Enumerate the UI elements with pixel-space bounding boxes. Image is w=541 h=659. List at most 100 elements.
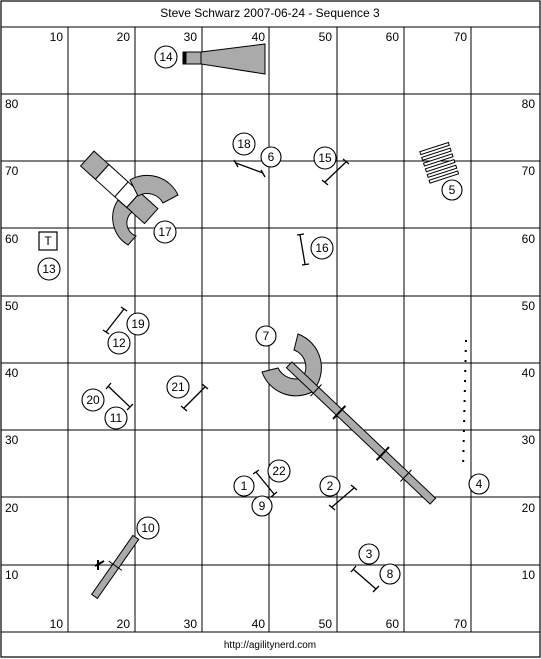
obstacle-number-22: 22 — [267, 459, 291, 483]
bottom-tick: 70 — [454, 617, 468, 631]
obstacle-number-15: 15 — [313, 146, 337, 170]
obstacle-number-19: 19 — [126, 312, 150, 336]
svg-text:20: 20 — [86, 393, 100, 407]
obstacle-number-17: 17 — [153, 220, 177, 244]
top-tick: 20 — [117, 30, 131, 44]
obstacle-number-9: 9 — [251, 495, 273, 517]
top-tick: 40 — [252, 30, 266, 44]
obstacle-number-11: 11 — [104, 406, 128, 430]
bottom-tick: 40 — [252, 617, 266, 631]
weave-poles-5 — [419, 141, 460, 184]
jump-2 — [328, 484, 358, 511]
right-tick: 20 — [522, 501, 536, 515]
top-tick-labels: 10 20 30 40 50 60 70 — [50, 30, 468, 44]
map-title: Steve Schwarz 2007-06-24 - Sequence 3 — [160, 6, 380, 20]
footer-url: http://agilitynerd.com — [224, 640, 316, 651]
left-tick: 10 — [5, 568, 19, 582]
left-tick: 80 — [5, 97, 19, 111]
teeter-10 — [90, 534, 140, 600]
right-tick: 80 — [522, 97, 536, 111]
bottom-tick: 20 — [117, 617, 131, 631]
obstacle-number-3: 3 — [358, 543, 380, 565]
right-tick: 70 — [522, 164, 536, 178]
tunnel-14 — [182, 43, 266, 75]
right-tick: 50 — [522, 299, 536, 313]
svg-text:21: 21 — [171, 380, 185, 394]
jump-11-20 — [105, 382, 134, 411]
obstacle-number-2: 2 — [319, 475, 341, 497]
svg-text:13: 13 — [42, 262, 56, 276]
obstacle-number-5: 5 — [441, 179, 463, 201]
svg-text:5: 5 — [449, 183, 456, 197]
svg-text:6: 6 — [268, 150, 275, 164]
top-tick: 70 — [454, 30, 468, 44]
obstacle-number-20: 20 — [81, 388, 105, 412]
svg-text:17: 17 — [158, 225, 172, 239]
left-tick: 20 — [5, 501, 19, 515]
top-tick: 30 — [184, 30, 198, 44]
left-tick: 60 — [5, 232, 19, 246]
svg-text:3: 3 — [366, 547, 373, 561]
svg-text:10: 10 — [141, 521, 155, 535]
jump-bars — [102, 158, 380, 593]
obstacle-number-16: 16 — [310, 236, 334, 260]
obstacle-number-14: 14 — [154, 45, 178, 69]
jump-21 — [180, 383, 209, 412]
left-tick: 40 — [5, 366, 19, 380]
table: T — [38, 231, 58, 251]
svg-text:22: 22 — [272, 464, 286, 478]
right-tick: 10 — [522, 568, 536, 582]
bottom-tick: 30 — [184, 617, 198, 631]
jump-16 — [296, 233, 310, 266]
top-tick: 50 — [319, 30, 333, 44]
right-tick-labels: 80 70 60 50 40 30 20 10 — [522, 97, 536, 582]
top-tick: 10 — [50, 30, 64, 44]
svg-text:14: 14 — [159, 50, 173, 64]
svg-text:18: 18 — [237, 137, 251, 151]
right-tick: 30 — [522, 433, 536, 447]
svg-text:11: 11 — [110, 411, 123, 425]
svg-text:1: 1 — [241, 479, 248, 493]
tunnel-17 — [79, 150, 179, 246]
obstacle-number-7: 7 — [255, 325, 277, 347]
svg-text:16: 16 — [315, 241, 329, 255]
left-tick: 50 — [5, 299, 19, 313]
svg-text:15: 15 — [318, 151, 332, 165]
obstacle-number-10: 10 — [136, 516, 160, 540]
svg-text:19: 19 — [131, 317, 145, 331]
jump-3-8 — [350, 565, 380, 593]
obstacle-number-12: 12 — [107, 331, 131, 355]
obstacle-number-6: 6 — [260, 146, 282, 168]
jump-6-18 — [233, 159, 266, 178]
right-tick: 60 — [522, 232, 536, 246]
svg-text:9: 9 — [259, 499, 266, 513]
svg-text:7: 7 — [263, 329, 270, 343]
obstacle-number-13: 13 — [37, 257, 61, 281]
bottom-tick: 10 — [50, 617, 64, 631]
bottom-tick: 60 — [386, 617, 400, 631]
jump-1-9-22 — [252, 469, 278, 498]
svg-text:2: 2 — [327, 479, 334, 493]
dotted-boundary — [462, 339, 467, 471]
table-label: T — [44, 234, 52, 248]
obstacle-number-18: 18 — [232, 132, 256, 156]
obstacle-number-4: 4 — [468, 473, 490, 495]
svg-text:8: 8 — [387, 567, 394, 581]
left-tick: 70 — [5, 164, 19, 178]
dogwalk — [285, 361, 437, 505]
bottom-tick-labels: 10 20 30 40 50 60 70 — [50, 617, 468, 631]
obstacle-number-1: 1 — [233, 475, 255, 497]
top-tick: 60 — [386, 30, 400, 44]
bottom-tick: 50 — [319, 617, 333, 631]
left-tick: 30 — [5, 433, 19, 447]
right-tick: 40 — [522, 366, 536, 380]
left-tick-labels: 80 70 60 50 40 30 20 10 — [5, 97, 19, 582]
obstacle-number-8: 8 — [379, 563, 401, 585]
svg-text:4: 4 — [476, 477, 483, 491]
obstacle-number-21: 21 — [166, 375, 190, 399]
svg-text:12: 12 — [112, 336, 126, 350]
jump-12-19 — [102, 306, 128, 335]
jump-15 — [321, 158, 350, 186]
